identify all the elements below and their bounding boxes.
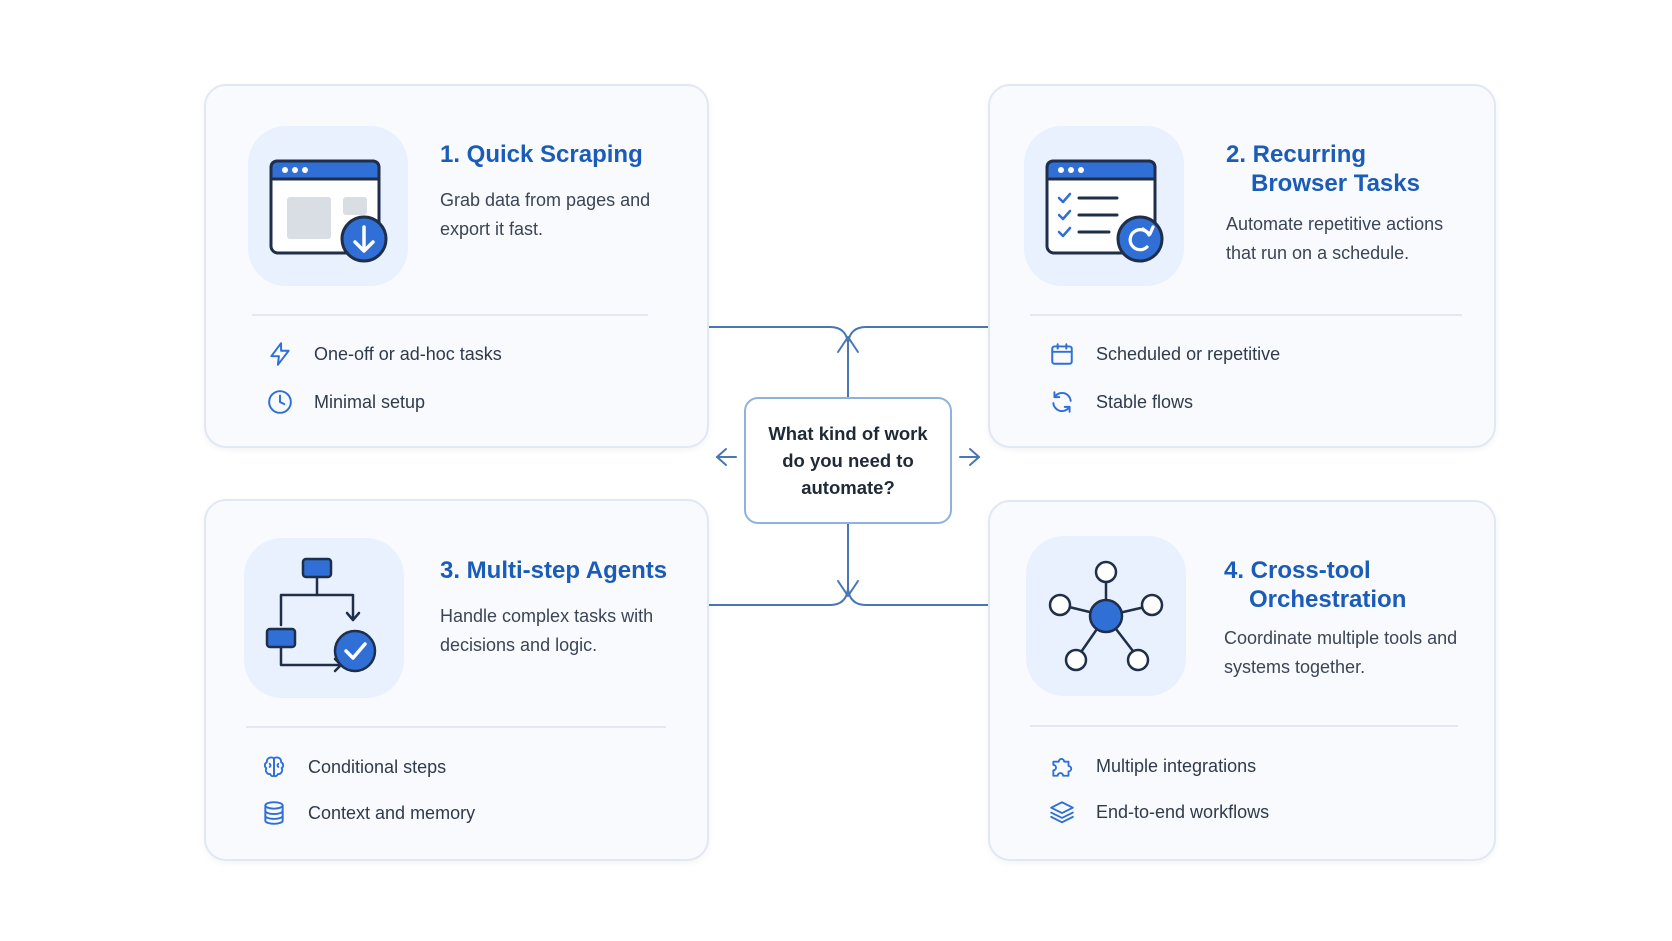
card-title-line2: Browser Tasks: [1251, 170, 1420, 197]
connector-top-right: [847, 326, 989, 344]
divider: [1030, 314, 1462, 316]
divider: [1030, 725, 1458, 727]
card-description: Grab data from pages and export it fast.: [440, 190, 651, 239]
feature-item: Context and memory: [260, 799, 475, 827]
puzzle-icon: [1048, 752, 1076, 780]
lightning-icon: [266, 340, 294, 368]
center-question-box: What kind of work do you need to automat…: [744, 397, 952, 524]
arrowhead-down: [837, 580, 859, 597]
feature-label: End-to-end workflows: [1096, 801, 1270, 822]
divider: [246, 726, 666, 728]
arrowhead-up: [837, 336, 859, 353]
feature-item: Minimal setup: [266, 388, 425, 416]
feature-label: Stable flows: [1096, 391, 1194, 412]
browser-download-icon: [269, 159, 388, 263]
connector-bottom-right: [847, 588, 989, 606]
card-multi-step-agents[interactable]: 3. Multi-step Agents Handle complex task…: [204, 499, 709, 861]
feature-label: Scheduled or repetitive: [1096, 343, 1281, 364]
feature-item: One-off or ad-hoc tasks: [266, 340, 502, 368]
card-recurring-browser-tasks[interactable]: 2. Recurring Browser Tasks Automate repe…: [988, 84, 1496, 448]
feature-label: Minimal setup: [314, 391, 426, 412]
flowchart-check-icon: [265, 557, 377, 673]
card-cross-tool-orchestration[interactable]: 4. Cross-tool Orchestration Coordinate m…: [988, 500, 1496, 861]
brain-icon: [260, 753, 288, 781]
browser-checklist-icon: [1045, 159, 1164, 263]
card-title: 3. Multi-step Agents: [440, 556, 667, 585]
icon-tile: [248, 126, 408, 286]
card-title-line2: Orchestration: [1249, 586, 1407, 613]
card-description: Coordinate multiple tools and systems to…: [1224, 628, 1458, 677]
feature-label: Multiple integrations: [1096, 755, 1257, 776]
refresh-icon: [1048, 388, 1076, 416]
card-description: Handle complex tasks with decisions and …: [440, 606, 654, 655]
card-title-line1: 2. Recurring: [1226, 141, 1367, 168]
feature-item: Conditional steps: [260, 753, 446, 781]
layers-icon: [1048, 798, 1076, 826]
card-title-line1: 1. Quick Scraping: [440, 141, 643, 168]
divider: [252, 314, 648, 316]
feature-item: Scheduled or repetitive: [1048, 340, 1280, 368]
database-icon: [260, 799, 288, 827]
card-title: 2. Recurring Browser Tasks: [1226, 140, 1420, 198]
center-question: What kind of work do you need to automat…: [768, 423, 928, 498]
card-description: Automate repetitive actions that run on …: [1226, 214, 1444, 263]
clock-icon: [266, 388, 294, 416]
arrow-left-head: [716, 448, 727, 466]
arrow-right-head: [969, 448, 980, 466]
network-hub-icon: [1048, 560, 1164, 672]
feature-item: End-to-end workflows: [1048, 798, 1269, 826]
feature-label: Conditional steps: [308, 756, 447, 777]
connector-bottom-left: [708, 588, 849, 606]
connector-top-left: [708, 326, 849, 344]
feature-item: Stable flows: [1048, 388, 1193, 416]
calendar-icon: [1048, 340, 1076, 368]
icon-tile: [244, 538, 404, 698]
feature-label: One-off or ad-hoc tasks: [314, 343, 502, 364]
card-title-line1: 4. Cross-tool: [1224, 557, 1371, 584]
feature-item: Multiple integrations: [1048, 752, 1256, 780]
icon-tile: [1024, 126, 1184, 286]
card-quick-scraping[interactable]: 1. Quick Scraping Grab data from pages a…: [204, 84, 709, 448]
card-title-line1: 3. Multi-step Agents: [440, 557, 668, 584]
feature-label: Context and memory: [308, 802, 476, 823]
card-title: 4. Cross-tool Orchestration: [1224, 556, 1406, 614]
icon-tile: [1026, 536, 1186, 696]
card-title: 1. Quick Scraping: [440, 140, 643, 169]
